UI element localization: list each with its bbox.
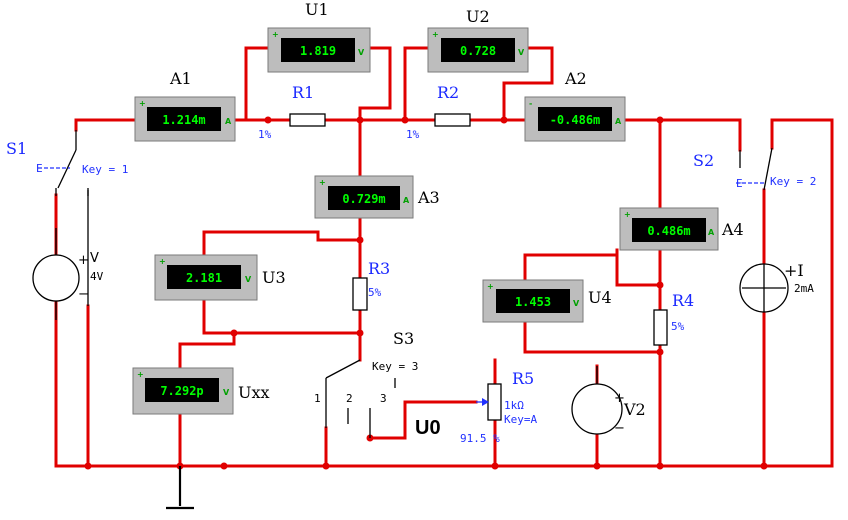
v2-minus: − — [614, 421, 625, 436]
label-r3: R3 — [368, 259, 390, 278]
label-u3: U3 — [262, 268, 286, 287]
ammeter-a3-reading: 0.729m — [342, 192, 385, 206]
voltmeter-u2-reading: 0.728 — [460, 44, 496, 58]
junction-dots — [84, 116, 768, 470]
r5-key: Key=A — [504, 413, 537, 426]
s3-pos-1: 1 — [314, 392, 321, 405]
r5-value: 1kΩ — [504, 399, 524, 412]
label-a4: A4 — [721, 220, 744, 239]
r3-tolerance: 5% — [368, 286, 382, 299]
label-u4: U4 — [588, 288, 612, 307]
voltage-source-v2[interactable] — [571, 366, 623, 435]
ground-symbol — [166, 466, 194, 510]
s1-key: Key = 1 — [82, 163, 128, 176]
current-source-i[interactable] — [739, 263, 789, 313]
ammeter-a1[interactable]: 1.214m + A — [134, 96, 236, 142]
s2-key-marker: E — [736, 177, 743, 190]
switch-s2[interactable] — [736, 147, 773, 191]
voltmeter-u4-reading: 1.453 — [515, 295, 551, 309]
ammeter-a2-reading: -0.486m — [550, 113, 601, 127]
svg-text:+: + — [487, 282, 494, 291]
component-labels: A1 U1 U2 A2 A3 U3 A4 U4 Uxx S3 R1 R2 R3 … — [6, 0, 744, 439]
resistor-r3[interactable] — [352, 277, 368, 311]
label-r1: R1 — [292, 83, 314, 102]
v1-plus: + — [78, 253, 89, 268]
label-r2: R2 — [437, 83, 459, 102]
resistor-r2[interactable] — [434, 113, 471, 127]
svg-text:-: - — [529, 99, 532, 108]
resistor-r1[interactable] — [289, 113, 326, 127]
v1-value: 4V — [90, 270, 104, 283]
voltmeter-u3-reading: 2.181 — [186, 271, 222, 285]
voltmeter-u1-reading: 1.819 — [300, 44, 336, 58]
voltmeter-u3[interactable]: 2.181 + V — [154, 254, 258, 301]
svg-text:A: A — [403, 196, 410, 205]
label-uxx: Uxx — [238, 383, 270, 402]
svg-text:V: V — [358, 48, 365, 57]
label-s1: S1 — [6, 139, 27, 158]
ammeter-a1-reading: 1.214m — [162, 113, 205, 127]
v1-minus: − — [78, 287, 89, 302]
v1-symbol: V — [90, 251, 99, 266]
label-a2: A2 — [564, 69, 587, 88]
current-source-value: 2mA — [794, 282, 814, 295]
s3-pos-3: 3 — [380, 392, 387, 405]
voltmeter-uxx-reading: 7.292p — [160, 384, 203, 398]
svg-text:V: V — [573, 299, 580, 308]
svg-text:+: + — [137, 370, 144, 379]
label-r5: R5 — [512, 369, 534, 388]
r4-tolerance: 5% — [671, 320, 685, 333]
s2-key: Key = 2 — [770, 175, 816, 188]
voltmeter-uxx[interactable]: 7.292p + V — [132, 367, 234, 415]
voltmeter-u4[interactable]: 1.453 + V — [482, 279, 584, 323]
ammeter-a3[interactable]: 0.729m + A — [314, 175, 414, 219]
label-a3: A3 — [417, 188, 440, 207]
svg-text:+: + — [272, 30, 279, 39]
s3-key: Key = 3 — [372, 360, 418, 373]
svg-text:A: A — [225, 117, 232, 126]
svg-text:A: A — [615, 117, 622, 126]
svg-text:V: V — [245, 275, 252, 284]
r1-tolerance: 1% — [258, 128, 272, 141]
s1-key-marker: E — [36, 162, 43, 175]
voltmeter-u2[interactable]: 0.728 + V — [427, 27, 529, 73]
svg-text:+: + — [319, 178, 326, 187]
svg-text:+: + — [159, 257, 166, 266]
resistor-r4[interactable] — [653, 309, 668, 346]
voltage-source-v1[interactable] — [32, 190, 89, 320]
label-v2: V2 — [623, 400, 646, 419]
label-u1: U1 — [305, 0, 329, 19]
label-u2: U2 — [466, 7, 490, 26]
svg-text:+: + — [624, 210, 631, 219]
label-s2: S2 — [693, 151, 714, 170]
svg-text:V: V — [223, 388, 230, 397]
svg-text:+: + — [432, 30, 439, 39]
label-r4: R4 — [672, 291, 694, 310]
potentiometer-r5[interactable] — [476, 383, 502, 421]
svg-text:A: A — [708, 228, 715, 237]
s3-pos-2: 2 — [346, 392, 353, 405]
switch-s1[interactable] — [38, 130, 89, 196]
v2-plus: + — [614, 391, 625, 406]
component-annotations: 1% 1% 5% 5% E Key = 1 E Key = 2 Key = 3 … — [36, 128, 816, 445]
r5-percent: 91.5 % — [460, 432, 500, 445]
ammeter-a2[interactable]: -0.486m - A — [524, 96, 626, 142]
label-a1: A1 — [169, 69, 192, 88]
switch-s3[interactable] — [325, 359, 396, 438]
r2-tolerance: 1% — [406, 128, 420, 141]
label-s3: S3 — [393, 329, 414, 348]
voltmeter-u1[interactable]: 1.819 + V — [267, 27, 371, 73]
label-u0: U0 — [415, 417, 441, 439]
current-source-symbol: +I — [784, 261, 804, 280]
ammeter-a4-reading: 0.486m — [647, 224, 690, 238]
svg-text:V: V — [518, 48, 525, 57]
ammeter-a4[interactable]: 0.486m + A — [619, 207, 719, 251]
svg-text:+: + — [139, 99, 146, 108]
